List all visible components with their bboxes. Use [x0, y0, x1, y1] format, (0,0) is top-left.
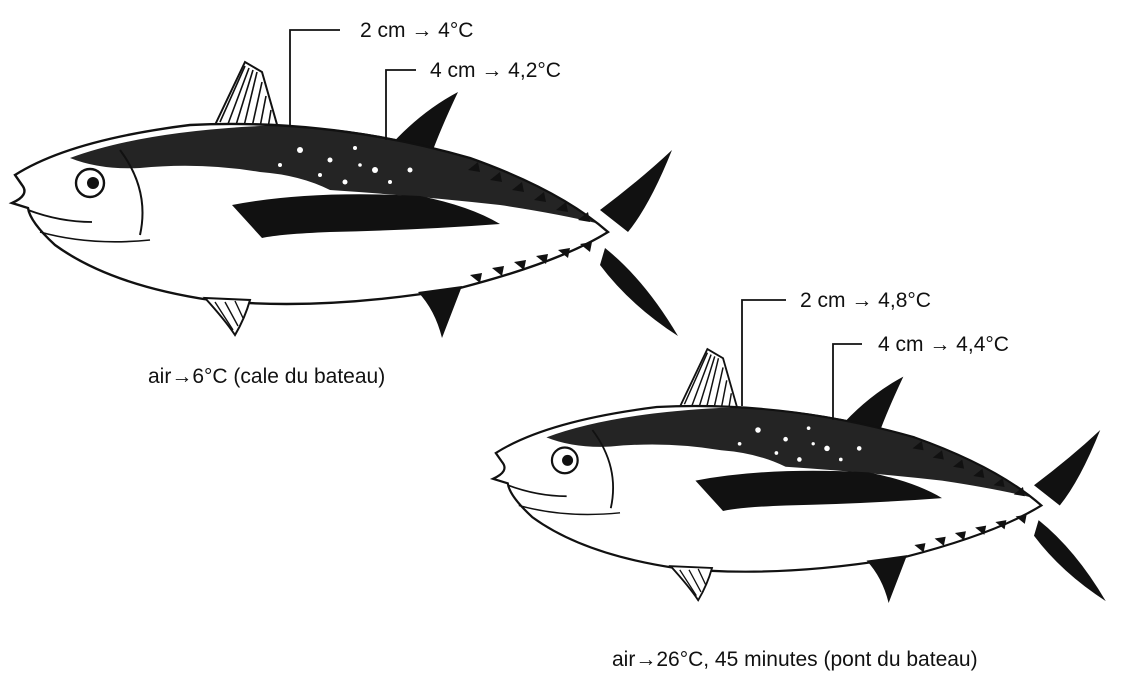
fish-1-caption: air→6°C (cale du bateau) [148, 365, 385, 388]
fish-1-depth-label-4cm: 4 cm → 4,2°C [430, 59, 561, 82]
leader-lines-fish-1 [290, 30, 416, 140]
fish-2-caption: air→26°C, 45 minutes (pont du bateau) [612, 648, 978, 671]
tuna-drawing-1 [12, 62, 678, 338]
fish-2-depth-label-4cm: 4 cm → 4,4°C [878, 333, 1009, 356]
fish-1-depth-label-2cm: 2 cm → 4°C [360, 19, 473, 42]
tuna-drawing-2 [493, 349, 1106, 603]
leader-lines-fish-2 [742, 300, 862, 420]
fish-2-depth-label-2cm: 2 cm → 4,8°C [800, 289, 931, 312]
